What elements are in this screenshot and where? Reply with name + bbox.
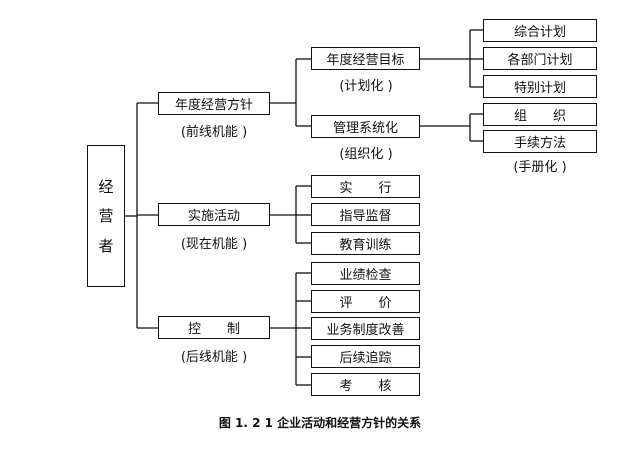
implement-item-box: 教育训练: [311, 232, 420, 255]
control-item-label: 评 价: [339, 296, 392, 311]
implement-sub: (现在机能 ): [180, 237, 248, 252]
goal-item-label: 各部门计划: [507, 53, 573, 68]
annual-policy-box: 年度经营方针: [158, 92, 270, 115]
goal-item-label: 特别计划: [513, 81, 566, 96]
mgmt-system-box: 管理系统化: [311, 115, 420, 138]
annual-policy-sub: (前线机能 ): [180, 125, 248, 140]
mgmt-item-label: 手续方法: [513, 136, 566, 151]
implement-item-box: 实 行: [311, 175, 420, 198]
figure-caption: 图 1. 2 1 企业活动和经营方针的关系: [218, 416, 422, 430]
implement-item-label: 实 行: [339, 181, 392, 196]
control-item-box: 评 价: [311, 290, 420, 313]
implement-item-label: 教育训练: [339, 238, 392, 253]
control-item-label: 考 核: [339, 379, 392, 394]
control-item-label: 业务制度改善: [326, 323, 405, 338]
annual-goal-box: 年度经营目标: [311, 47, 420, 70]
mgmt-item-label: 组 织: [513, 109, 566, 124]
mgmt-item-box: 手续方法: [483, 130, 597, 153]
mgmt-system-label: 管理系统化: [332, 121, 398, 136]
control-item-box: 考 核: [311, 373, 420, 396]
root-char: 营: [98, 207, 114, 226]
implement-box: 实施活动: [158, 203, 270, 226]
root-char: 经: [98, 178, 114, 197]
goal-item-box: 综合计划: [483, 19, 597, 42]
mgmt-note: (手册化 ): [513, 160, 567, 175]
annual-goal-label: 年度经营目标: [326, 53, 405, 68]
implement-item-label: 指导监督: [339, 209, 392, 224]
mgmt-system-sub: (组织化 ): [339, 147, 393, 162]
control-sub: (后线机能 ): [180, 350, 248, 365]
control-item-box: 后续追踪: [311, 345, 420, 368]
control-item-label: 业绩检查: [339, 268, 392, 283]
goal-item-box: 各部门计划: [483, 47, 597, 70]
annual-policy-label: 年度经营方针: [174, 98, 253, 113]
root-box-managers: 经 营 者: [87, 145, 125, 287]
annual-goal-sub: (计划化 ): [339, 79, 393, 94]
control-item-box: 业绩检查: [311, 262, 420, 285]
root-char: 者: [98, 236, 114, 255]
implement-item-box: 指导监督: [311, 203, 420, 226]
goal-item-label: 综合计划: [513, 25, 566, 40]
control-item-label: 后续追踪: [339, 351, 392, 366]
control-item-box: 业务制度改善: [311, 317, 420, 340]
control-label: 控 制: [187, 322, 240, 337]
mgmt-item-box: 组 织: [483, 103, 597, 126]
implement-label: 实施活动: [187, 209, 240, 224]
control-box: 控 制: [158, 316, 270, 339]
goal-item-box: 特别计划: [483, 75, 597, 98]
